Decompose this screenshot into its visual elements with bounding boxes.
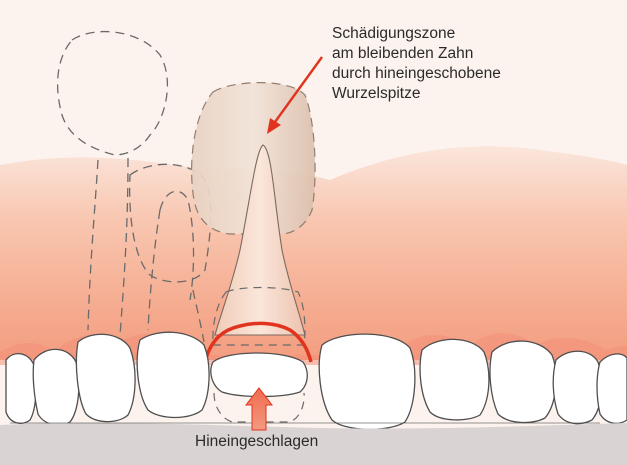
tooth-right-5: [597, 354, 627, 423]
intrusion-label: Hineingeschlagen: [195, 432, 318, 452]
annotation-line-1: Schädigungszone: [332, 24, 501, 44]
tooth-left-3: [76, 334, 135, 421]
tooth-left-1: [6, 354, 36, 424]
tooth-right-4: [553, 351, 602, 423]
annotation-line-4: Wurzelspitze: [332, 84, 501, 104]
damage-zone-annotation: Schädigungszone am bleibenden Zahn durch…: [332, 24, 501, 104]
annotation-line-3: durch hineingeschobene: [332, 64, 501, 84]
tooth-right-3: [490, 341, 556, 422]
tooth-left-4: [137, 332, 209, 417]
tooth-left-2: [33, 349, 79, 425]
tooth-right-2: [420, 339, 489, 420]
tooth-right-1: [319, 334, 415, 429]
annotation-line-2: am bleibenden Zahn: [332, 44, 501, 64]
